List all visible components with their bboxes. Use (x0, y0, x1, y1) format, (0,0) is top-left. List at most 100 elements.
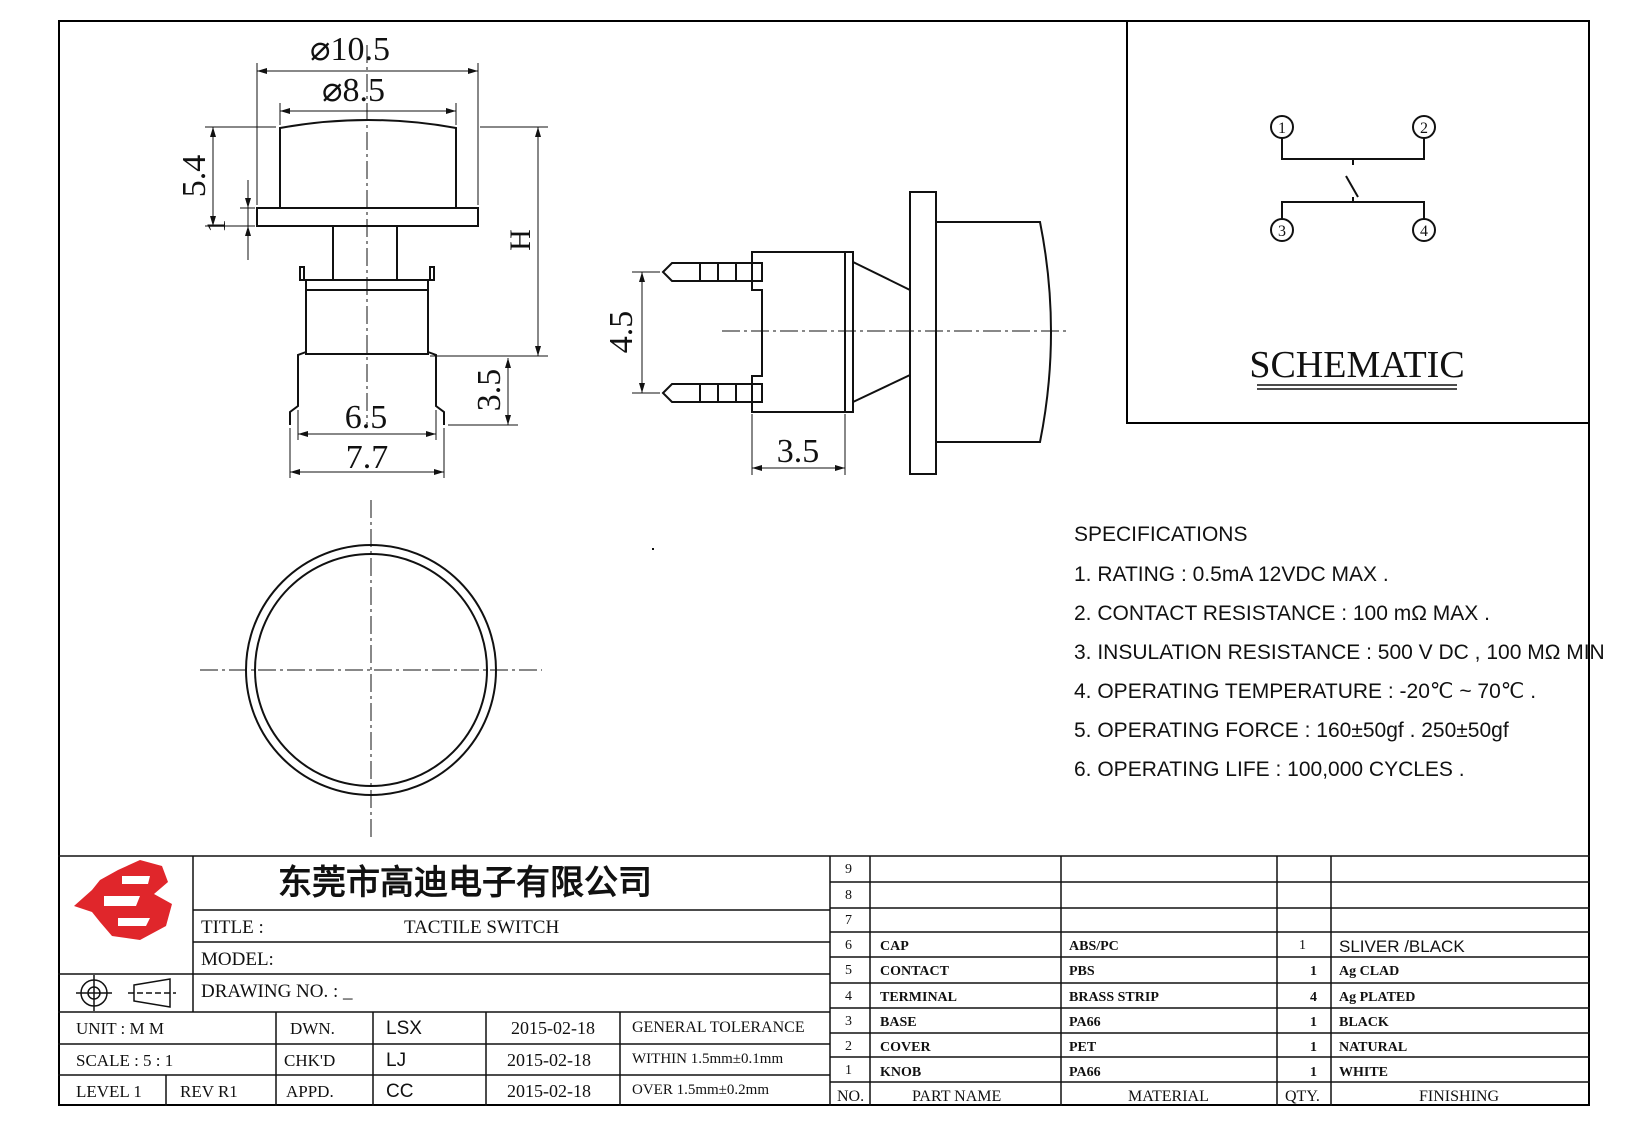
left-lead (289, 351, 307, 425)
projection-symbol-icon (76, 975, 176, 1011)
spec-item: 2. CONTACT RESISTANCE : 100 mΩ MAX . (1074, 602, 1490, 625)
bom-material: PET (1069, 1040, 1097, 1055)
spec-item: 6. OPERATING LIFE : 100,000 CYCLES . (1074, 758, 1465, 781)
stem (332, 225, 398, 281)
title-value: TACTILE SWITCH (404, 917, 560, 938)
upper-pin (661, 262, 763, 282)
drawing-no-label: DRAWING NO. : _ (201, 981, 353, 1002)
checked-date: 2015-02-18 (507, 1050, 591, 1070)
bom-no: 6 (845, 938, 852, 953)
side-cap (936, 221, 1052, 443)
bom-no: 4 (845, 989, 852, 1004)
bom-header-finishing: FINISHING (1419, 1088, 1499, 1105)
level-field: LEVEL 1 (76, 1082, 142, 1101)
drawing-frame (58, 20, 1590, 1106)
schematic-pin-3: 3 (1278, 223, 1286, 240)
bom-header-no: NO. (837, 1088, 865, 1105)
bom-finish: BLACK (1339, 1015, 1389, 1030)
bom-qty: 1 (1310, 1015, 1317, 1030)
bom-qty: 1 (1310, 964, 1317, 979)
right-lead (427, 351, 445, 425)
bom-material: PBS (1069, 964, 1095, 979)
bom-finish: NATURAL (1339, 1040, 1408, 1055)
specifications: SPECIFICATIONS 1. RATING : 0.5mA 12VDC M… (1074, 520, 1605, 794)
bom-part: TERMINAL (880, 990, 958, 1005)
drawn-date: 2015-02-18 (511, 1018, 595, 1038)
dim-pin-pitch: 4.5 (603, 311, 640, 354)
bom-qty: 1 (1310, 1040, 1317, 1055)
title-block-grid (58, 855, 1590, 1106)
bom-part: COVER (880, 1040, 931, 1055)
dim-lead-length: 3.5 (471, 369, 508, 412)
schematic-pin-2: 2 (1420, 120, 1428, 137)
bom-material: BRASS STRIP (1069, 990, 1159, 1005)
drawn-by: LSX (386, 1018, 422, 1039)
bom-material: PA66 (1069, 1065, 1101, 1080)
bom-part: BASE (880, 1015, 917, 1030)
spec-item: 1. RATING : 0.5mA 12VDC MAX . (1074, 563, 1389, 586)
model-label: MODEL: (201, 949, 274, 970)
unit-field: UNIT : M M (76, 1019, 164, 1038)
side-flange (909, 191, 937, 475)
bom-finish: Ag CLAD (1339, 964, 1400, 979)
stray-dot (652, 548, 654, 550)
dim-cap-inner-diameter: ⌀8.5 (322, 72, 385, 109)
bom-qty: 1 (1310, 1065, 1317, 1080)
side-stem (852, 261, 911, 403)
bom-header-material: MATERIAL (1128, 1088, 1209, 1105)
tolerance-within: WITHIN 1.5mm±0.1mm (632, 1051, 784, 1067)
dim-cap-diameter: ⌀10.5 (310, 31, 390, 68)
bom-material: PA66 (1069, 1015, 1101, 1030)
dim-side-lead-length: 3.5 (777, 433, 820, 470)
side-body (751, 251, 846, 413)
dim-body-width: 6.5 (345, 399, 388, 436)
approved-date: 2015-02-18 (507, 1081, 591, 1101)
schematic-pin-1: 1 (1278, 120, 1286, 137)
revision-field: REV R1 (180, 1082, 238, 1101)
tolerance-over: OVER 1.5mm±0.2mm (632, 1082, 769, 1098)
specifications-heading: SPECIFICATIONS (1074, 523, 1248, 546)
schematic-title: SCHEMATIC (1249, 344, 1464, 386)
role-drawn: DWN. (290, 1019, 335, 1038)
bom-no: 2 (845, 1039, 852, 1054)
bom-no: 1 (845, 1063, 852, 1078)
dim-overall-height: H (504, 229, 537, 251)
bom-qty: 1 (1299, 938, 1306, 953)
tolerance-title: GENERAL TOLERANCE (632, 1019, 805, 1036)
bom-part: CONTACT (880, 964, 949, 979)
lower-pin (661, 383, 763, 403)
schematic-symbol (1270, 115, 1436, 242)
company-name: 东莞市高迪电子有限公司 (278, 863, 652, 903)
role-checked: CHK'D (284, 1051, 336, 1070)
bom-no: 7 (845, 913, 852, 928)
schematic-pin-4: 4 (1420, 223, 1428, 240)
schematic-box (1126, 20, 1590, 424)
dim-lead-span: 7.7 (346, 439, 389, 476)
dim-flange-thickness: 1 (202, 220, 231, 233)
bom-no: 9 (845, 862, 852, 877)
title-label: TITLE : (201, 917, 264, 938)
company-logo (74, 860, 172, 940)
spec-item: 4. OPERATING TEMPERATURE : -20℃ ~ 70℃ . (1074, 680, 1537, 703)
bom-material: ABS/PC (1069, 939, 1119, 954)
checked-by: LJ (386, 1050, 407, 1071)
bom-part: KNOB (880, 1065, 922, 1080)
bom-header-part-name: PART NAME (912, 1088, 1002, 1105)
bom-no: 3 (845, 1014, 852, 1029)
bom-no: 5 (845, 963, 852, 978)
role-approved: APPD. (286, 1082, 334, 1101)
bom-finish: WHITE (1339, 1065, 1389, 1080)
spec-item: 3. INSULATION RESISTANCE : 500 V DC , 10… (1074, 641, 1605, 664)
approved-by: CC (386, 1081, 414, 1102)
bom-part: CAP (880, 939, 909, 954)
bom-finish: Ag PLATED (1339, 990, 1416, 1005)
scale-field: SCALE : 5 : 1 (76, 1051, 174, 1070)
bom-qty: 4 (1310, 990, 1317, 1005)
bom-finish: SLIVER /BLACK (1339, 937, 1465, 956)
dim-cap-height: 5.4 (176, 155, 213, 198)
bom-header-qty: QTY. (1285, 1088, 1320, 1105)
bom-no: 8 (845, 888, 852, 903)
spec-item: 5. OPERATING FORCE : 160±50gf . 250±50gf (1074, 719, 1509, 742)
